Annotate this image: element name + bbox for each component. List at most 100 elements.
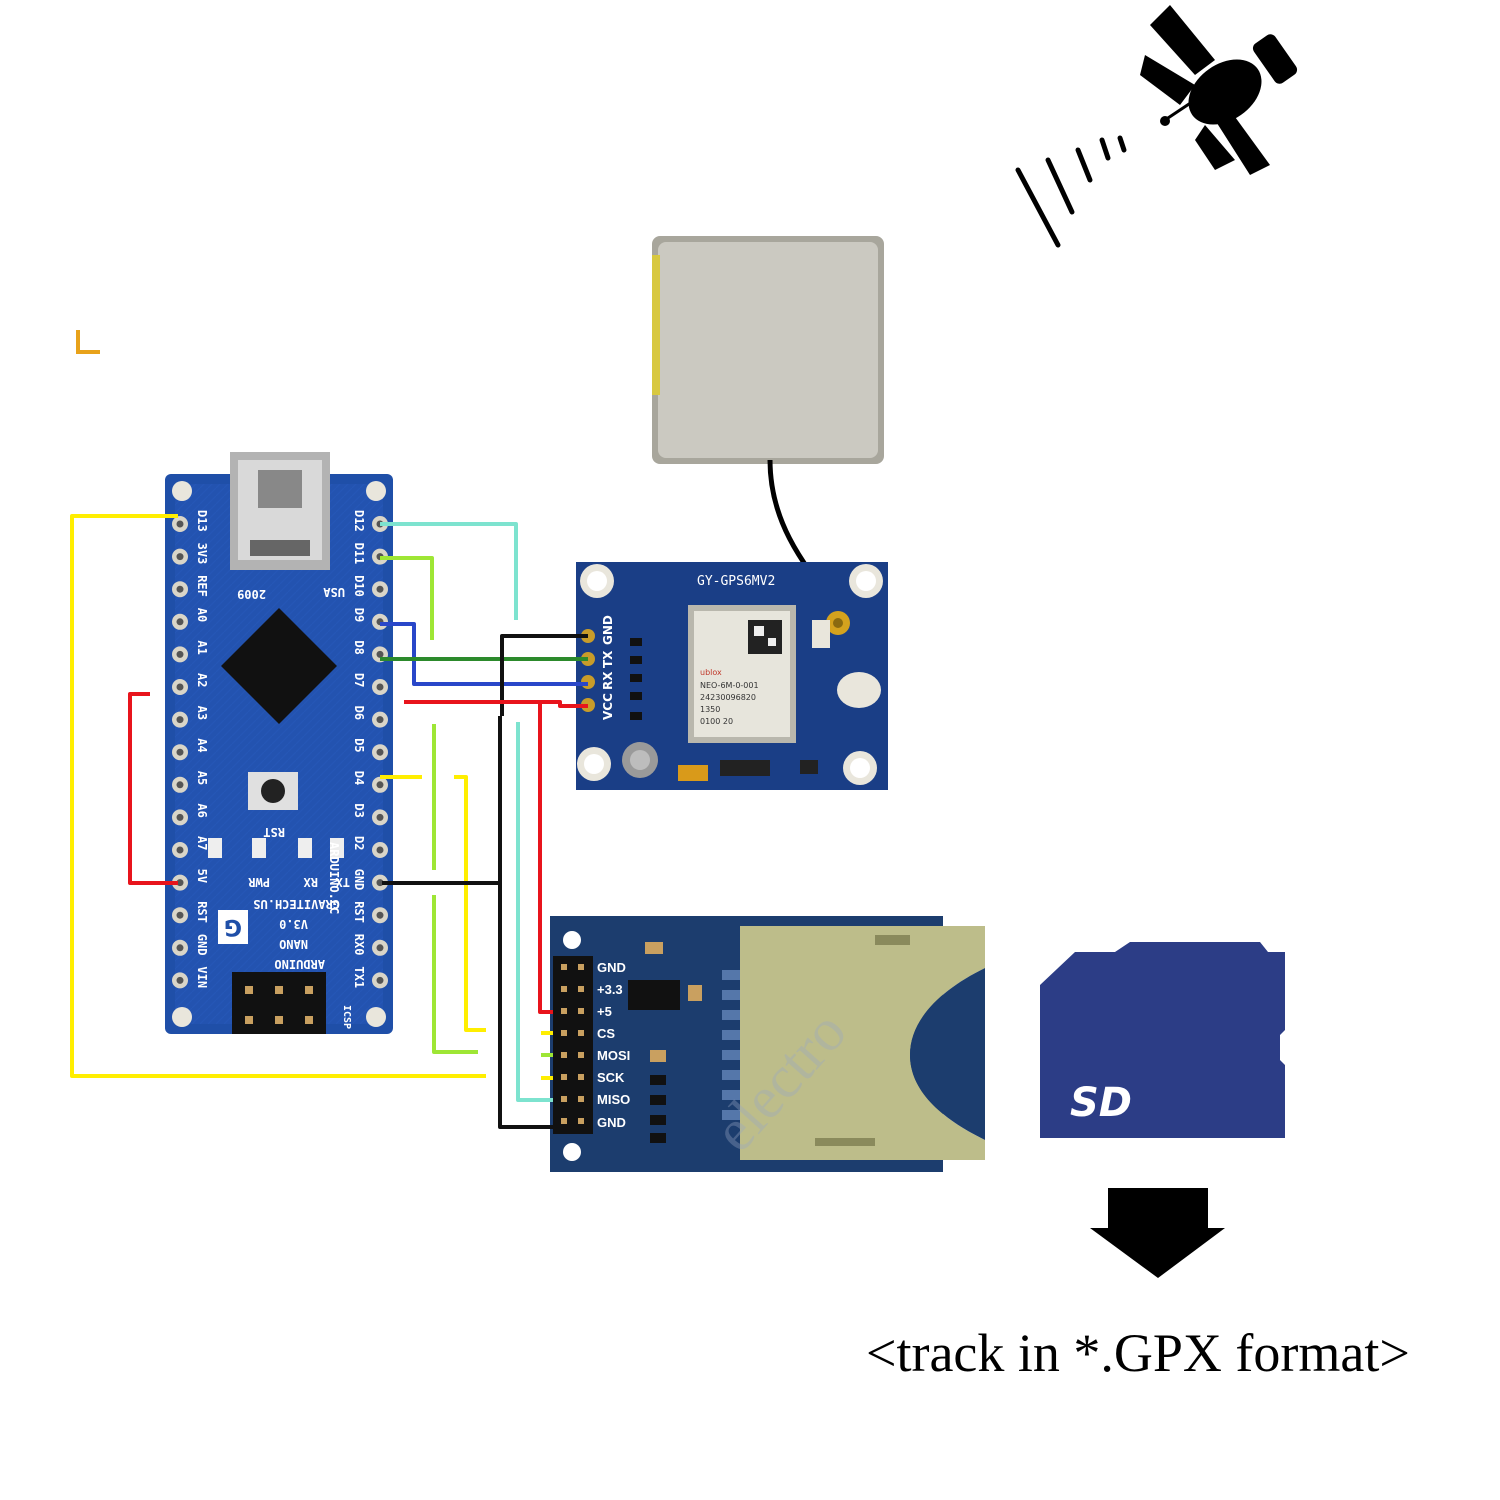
sd-pin-label-sck: SCK [597,1070,625,1085]
arduino-pin-label-right-d8: D8 [352,640,366,654]
gps-antenna-icon [652,236,884,607]
arduino-pin-hole [376,911,384,919]
gps-chip-line-5: 0100 20 [700,717,733,726]
arduino-pin-hole [376,813,384,821]
gps-pin-label-tx: TX [601,650,615,668]
arduino-pin-hole [376,716,384,724]
arduino-pin-label-right-tx1: TX1 [352,966,366,988]
arduino-pin-label-left-d13: D13 [195,510,209,532]
arduino-pin-label-left-ref: REF [195,575,209,597]
gps-module: GY-GPS6MV2 ublox NEO-6M-0-001 2423009682… [576,562,888,790]
arduino-label-site: ARDUINO.CC [327,842,341,914]
arduino-pin-label-right-d11: D11 [352,543,366,565]
arduino-pin-hole [176,716,184,724]
arduino-pin-label-right-d9: D9 [352,608,366,622]
arduino-label-nano: NANO [279,937,308,951]
gps-chip-line-4: 1350 [700,705,720,714]
arduino-pin-label-left-a2: A2 [195,673,209,687]
arduino-pin-hole [376,683,384,691]
arduino-pin-hole [176,553,184,561]
arduino-pin-hole [376,650,384,658]
arduino-pin-hole [376,976,384,984]
arduino-label-pwr: PWR [248,875,270,889]
arduino-pin-label-left-a0: A0 [195,608,209,622]
arduino-pin-label-left-gnd: GND [195,934,209,956]
wire-d9-gps-rx [380,622,588,686]
arduino-label-maker: GRAVITECH.US [253,897,340,911]
down-arrow-icon [1090,1188,1225,1278]
sd-pin-label-cs: CS [597,1026,615,1041]
usb-connector-icon [230,452,330,570]
arduino-pin-label-right-d2: D2 [352,836,366,850]
arduino-pin-hole [176,944,184,952]
sd-pin-label-miso: MISO [597,1092,630,1107]
arduino-pin-label-right-rx0: RX0 [352,934,366,956]
arduino-pin-hole [376,748,384,756]
caption-track-gpx-format: <track in *.GPX format> [866,1323,1410,1383]
wire-5v-vcc [128,692,178,885]
gps-chip-line-1: ublox [700,668,722,677]
gps-pin-label-vcc: VCC [601,693,615,720]
arduino-label-rx: RX [303,875,318,889]
arduino-pin-label-right-d5: D5 [352,738,366,752]
arduino-pin-hole [176,879,184,887]
arduino-pin-label-right-d10: D10 [352,575,366,597]
arduino-pin-label-left-a3: A3 [195,706,209,720]
gps-pin-label-gnd: GND [601,615,615,645]
arduino-label-version: V3.0 [279,917,308,931]
arduino-pin-label-right-d7: D7 [352,673,366,687]
arduino-label-tx: TX [335,875,350,889]
wire-d12-miso [380,522,518,620]
arduino-pin-hole [176,520,184,528]
gps-module-title: GY-GPS6MV2 [697,574,775,589]
wire-d13-sck [70,514,486,1078]
arduino-pin-label-left-vin: VIN [195,966,209,988]
arduino-label-rst: RST [263,825,285,839]
arduino-pin-label-right-d12: D12 [352,510,366,532]
gps-pin-label-rx: RX [601,671,615,690]
sd-card-icon: SD [1040,942,1285,1138]
arduino-pin-label-left-a5: A5 [195,771,209,785]
arduino-pin-hole [376,585,384,593]
sd-pin-label-5v: +5 [597,1004,612,1019]
arduino-pin-hole [376,879,384,887]
arduino-pin-hole [176,846,184,854]
arduino-pin-label-left-a7: A7 [195,836,209,850]
arduino-pin-label-left-a1: A1 [195,640,209,654]
arduino-pin-hole [176,781,184,789]
sd-card-module: GND +3.3 +5 CS MOSI SCK MISO GND [550,916,985,1172]
arduino-pin-hole [176,748,184,756]
sd-pin-label-3v3: +3.3 [597,982,623,997]
arduino-pin-label-left-3v3: 3V3 [195,543,209,565]
arduino-label-arduino: ARDUINO [274,957,325,971]
arduino-pin-hole [176,683,184,691]
arduino-pin-label-left-a6: A6 [195,803,209,817]
sd-pin-label-gnd-bottom: GND [597,1115,626,1130]
satellite-icon [1140,5,1298,175]
arduino-pin-hole [376,846,384,854]
svg-text:G: G [224,914,242,939]
arduino-pin-hole [176,911,184,919]
signal-waves-icon [1015,135,1127,248]
arduino-pin-label-right-d4: D4 [352,771,366,785]
arduino-label-year: 2009 [237,587,266,601]
wire-d11-mosi [380,556,434,640]
arduino-pin-label-left-rst: RST [195,901,209,923]
arduino-pin-hole [376,781,384,789]
arduino-pin-label-right-d3: D3 [352,803,366,817]
arduino-pin-hole [376,944,384,952]
sd-pin-label-mosi: MOSI [597,1048,630,1063]
gps-chip-line-2: NEO-6M-0-001 [700,681,759,690]
arduino-pin-label-right-gnd: GND [352,869,366,891]
arduino-pin-hole [176,976,184,984]
arduino-pin-label-right-d6: D6 [352,706,366,720]
arduino-pin-hole [176,650,184,658]
arduino-pin-label-right-rst: RST [352,901,366,923]
arduino-label-icsp: ICSP [341,1005,352,1029]
arduino-label-usa: USA [323,585,345,599]
wire-gps-gnd [500,634,588,716]
arduino-pin-label-left-a4: A4 [195,738,209,752]
